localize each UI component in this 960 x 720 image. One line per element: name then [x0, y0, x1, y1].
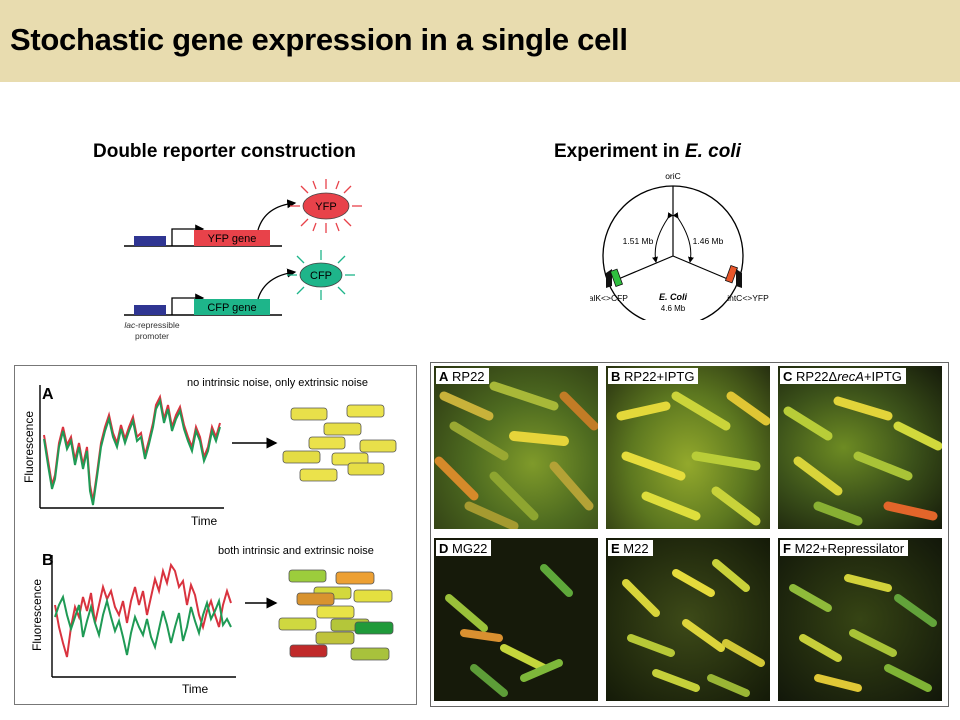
reporter-diagram: YFP gene YFP CFP gene CFP lac-repressibl…	[124, 179, 362, 341]
micrograph-d-cells	[445, 564, 573, 697]
panel-b-x-label: Time	[182, 682, 209, 696]
micrograph-c-strain-italic: recA	[837, 369, 864, 384]
panel-a-y-label: Fluorescence	[22, 411, 36, 483]
micrograph-c-letter: C	[783, 369, 793, 384]
micrograph-d: D MG22	[434, 538, 598, 701]
center-size-label: 4.6 Mb	[661, 304, 686, 313]
micrograph-d-label: D MG22	[436, 540, 492, 556]
promoter-label-line2: promoter	[135, 331, 169, 341]
micrograph-f-strain: M22+Repressilator	[794, 541, 905, 556]
cfp-protein-oval	[299, 262, 343, 288]
micrograph-d-letter: D	[439, 541, 449, 556]
center-name-label: E. Coli	[659, 292, 688, 302]
panel-b-y-label: Fluorescence	[30, 579, 44, 651]
micrograph-f: F M22+Repressilator	[778, 538, 942, 701]
micrograph-b-strain: RP22+IPTG	[624, 369, 695, 384]
cfp-promoter-box	[134, 305, 166, 315]
panel-a-x-label: Time	[191, 514, 218, 528]
slide-title: Stochastic gene expression in a single c…	[10, 22, 628, 57]
cfp-rays	[287, 250, 355, 300]
cfp-transcription-arrow	[171, 293, 205, 315]
cfp-protein-label: CFP	[310, 270, 332, 282]
micrograph-c-strain-pre: RP22Δ	[796, 369, 838, 384]
galk-insert-icon	[606, 268, 624, 288]
panel-a-note: no intrinsic noise, only extrinsic noise	[187, 377, 368, 389]
trace-panel: A no intrinsic noise, only extrinsic noi…	[14, 365, 417, 705]
micrograph-f-letter: F	[783, 541, 791, 556]
micrograph-b: B RP22+IPTG	[606, 366, 770, 529]
micrograph-e-label: E M22	[608, 540, 653, 556]
right-heading: Experiment in E. coli	[554, 141, 741, 163]
promoter-label-line1: lac-repressible	[124, 320, 180, 330]
panel-b-letter: B	[42, 552, 54, 569]
micrograph-a-letter: A	[439, 369, 449, 384]
micrograph-a-strain: RP22	[452, 369, 485, 384]
micrograph-c: C RP22ΔrecA+IPTG	[778, 366, 942, 529]
right-heading-prefix: Experiment in	[554, 141, 685, 162]
right-locus-label: intC<>YFP	[727, 293, 769, 303]
yfp-transcription-arrow	[171, 224, 205, 246]
left-heading: Double reporter construction	[93, 141, 356, 162]
yfp-promoter-box	[134, 236, 166, 246]
micrograph-b-letter: B	[611, 369, 621, 384]
micrograph-e: E M22	[606, 538, 770, 701]
yfp-protein-label: YFP	[315, 201, 336, 213]
yfp-protein-oval	[302, 192, 350, 220]
right-distance-arrow	[672, 212, 694, 263]
cfp-expression-arrow	[257, 268, 297, 300]
yfp-gene-label: YFP gene	[208, 233, 257, 245]
left-locus-label: galK<>CFP	[590, 293, 628, 303]
micrograph-a-cells	[434, 381, 598, 529]
cfp-gene-label: CFP gene	[207, 302, 256, 314]
micrograph-c-strain-post: +IPTG	[863, 369, 902, 384]
yfp-gene-box	[194, 230, 270, 246]
chromosome-diagram: oriC 1.51 Mb 1.46 Mb E. Coli 4.6 Mb galK…	[590, 171, 769, 320]
title-bar: Stochastic gene expression in a single c…	[0, 0, 960, 82]
micrograph-f-label: F M22+Repressilator	[780, 540, 909, 556]
micrograph-e-strain: M22	[623, 541, 649, 556]
micrograph-b-label: B RP22+IPTG	[608, 368, 699, 384]
left-distance-label: 1.51 Mb	[623, 236, 654, 246]
cfp-gene-box	[194, 299, 270, 315]
panel-a-cells	[282, 404, 397, 482]
trace-panel-border	[14, 365, 417, 705]
galk-radius	[615, 255, 674, 281]
micrograph-c-cells	[783, 396, 942, 526]
panel-b-cells	[278, 569, 394, 661]
micrograph-f-cells	[789, 574, 937, 692]
micrograph-a-label: A RP22	[436, 368, 489, 384]
micrograph-b-cells	[616, 391, 770, 526]
micrograph-d-strain: MG22	[452, 541, 488, 556]
panel-b-note: both intrinsic and extrinsic noise	[218, 545, 374, 557]
oric-label: oriC	[665, 171, 681, 181]
panel-a-letter: A	[42, 386, 54, 403]
panel-b-green-trace	[54, 594, 232, 656]
panel-a-green-trace	[43, 397, 221, 506]
intc-radius	[672, 255, 731, 281]
micrograph-a: A RP22	[434, 366, 598, 529]
right-heading-italic: E. coli	[684, 141, 741, 162]
micrograph-e-cells	[622, 559, 765, 697]
micrograph-c-label: C RP22ΔrecA+IPTG	[780, 368, 906, 384]
yfp-rays	[290, 179, 362, 233]
intc-insert-icon	[724, 264, 742, 288]
yfp-expression-arrow	[257, 199, 297, 231]
right-distance-label: 1.46 Mb	[693, 236, 724, 246]
micrograph-e-letter: E	[611, 541, 620, 556]
left-distance-arrow	[652, 212, 674, 263]
